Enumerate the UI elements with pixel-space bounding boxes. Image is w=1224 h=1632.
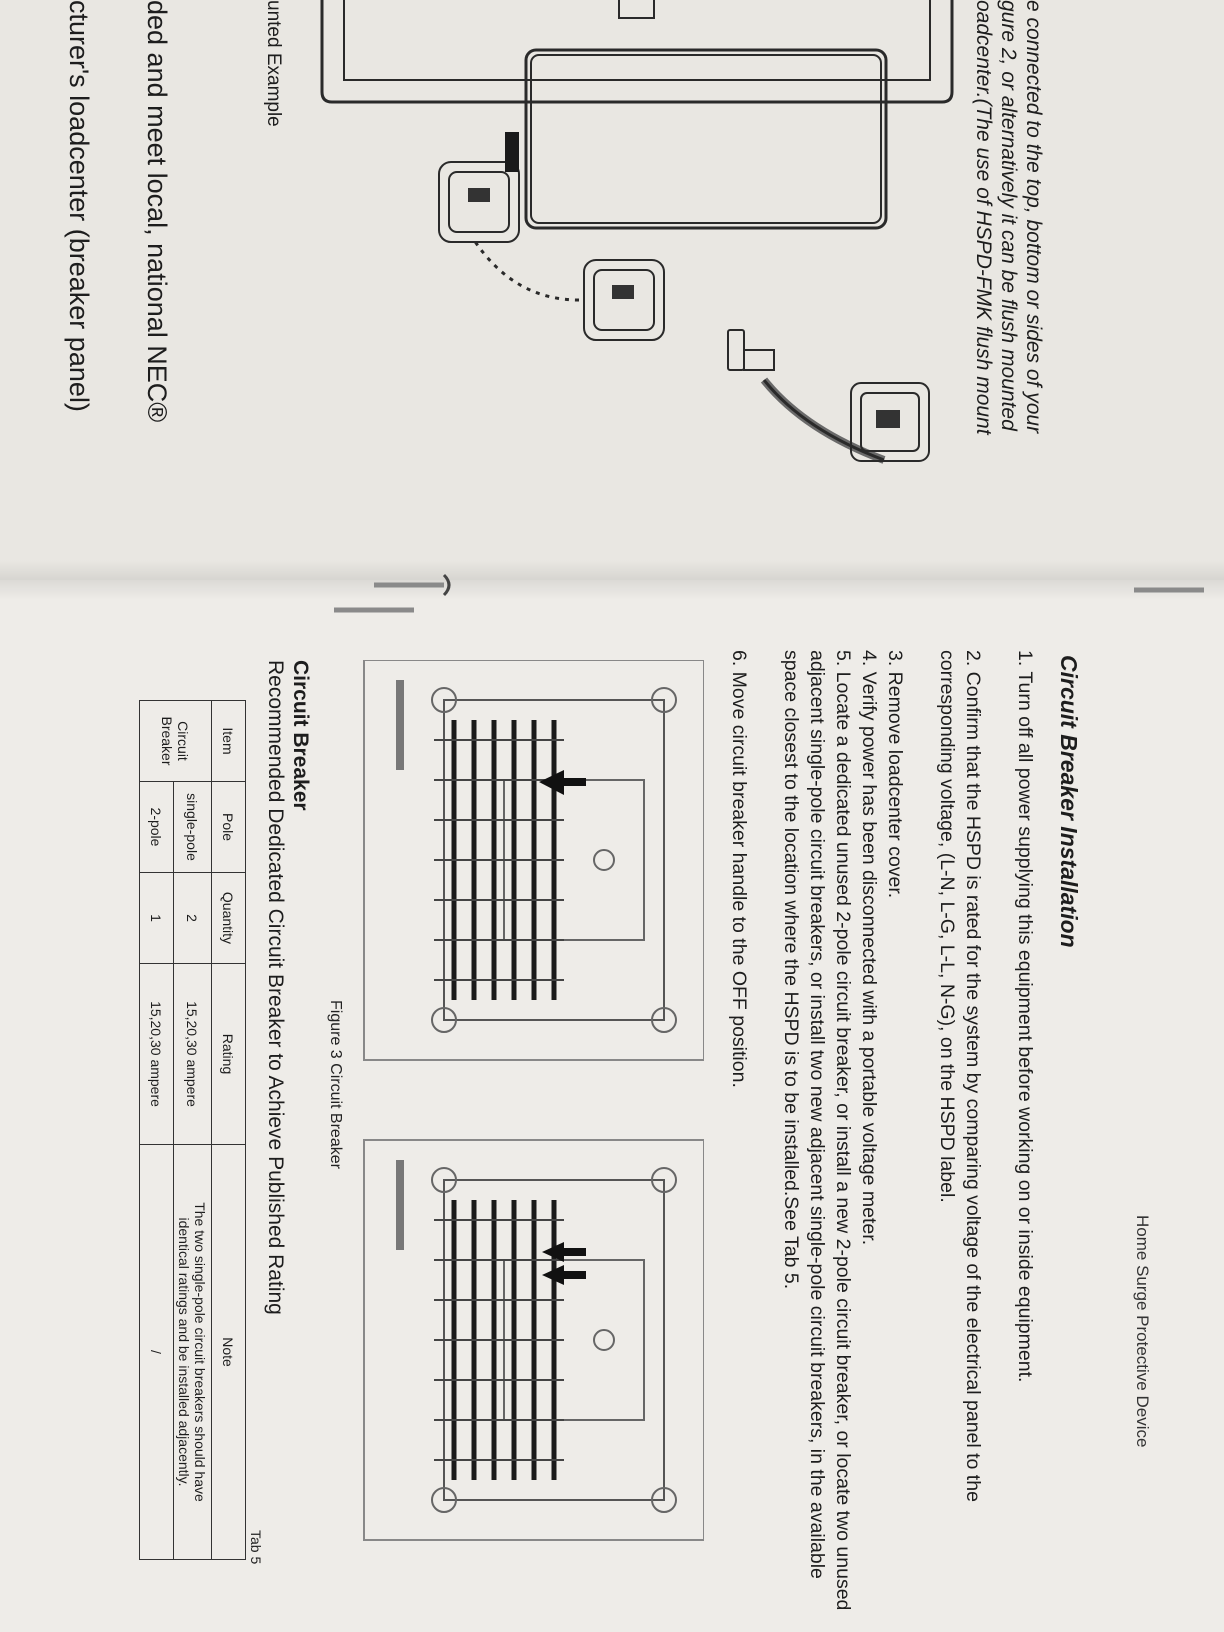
step-2: 2. Confirm that the HSPD is rated for th… [936, 650, 984, 1502]
figure-label: unted Example [263, 0, 284, 127]
step-3: 3. Remove loadcenter cover. [884, 650, 906, 899]
item-label-line: Breaker [159, 716, 176, 766]
intro-line-1: e connected to the top, bottom or sides … [1022, 0, 1045, 434]
step-1: 1. Turn off all power supplying this equ… [1014, 650, 1036, 1383]
loadcenter-illustration [320, 0, 954, 464]
header-quantity: Quantity [211, 872, 246, 964]
step-6: 6. Move circuit breaker handle to the OF… [728, 650, 750, 1088]
staple-lower [334, 573, 451, 613]
rating-cell: 15,20,30 ampere [173, 963, 212, 1145]
pole-cell: single-pole [173, 781, 212, 873]
staple-upper [1134, 587, 1204, 593]
figure-3-panels [344, 660, 704, 1580]
intro-line-3: oadcenter.(The use of HSPD-FMK flush mou… [972, 0, 995, 435]
step-5: 5. Locate a dedicated unused 2-pole circ… [780, 650, 854, 1611]
header-pole: Pole [211, 781, 246, 873]
table-header-row: Item Pole Quantity Rating Note [211, 700, 246, 1560]
header-rating: Rating [211, 963, 246, 1145]
item-cell: Circuit Breaker [139, 700, 212, 782]
header-note: Note [211, 1144, 246, 1560]
note-cell: The two single-pole circuit breakers sho… [173, 1144, 212, 1560]
step-4: 4. Verify power has been disconnected wi… [858, 650, 880, 1246]
table-row: Circuit Breaker single-pole 2 15,20,30 a… [139, 700, 212, 1560]
body-line-1: ded and meet local, national NEC® [142, 0, 172, 423]
breaker-table: Item Pole Quantity Rating Note Circuit B… [139, 700, 246, 1560]
circuit-breaker-title: Circuit Breaker [289, 660, 312, 811]
rating-cell: 15,20,30 ampere [139, 963, 174, 1145]
tab-5-label: Tab 5 [248, 1530, 264, 1565]
body-line-2: cturer's loadcenter (breaker panel) [64, 0, 94, 412]
table-row: 2-pole 1 15,20,30 ampere / [139, 701, 174, 1560]
note-line: The two single-pole circuit breakers sho… [192, 1202, 209, 1502]
item-label-line: Circuit [175, 721, 192, 761]
page-header: Home Surge Protective Device [1133, 1215, 1152, 1448]
note-line: identical ratings and be installed adjac… [176, 1217, 193, 1487]
quantity-cell: 2 [173, 872, 212, 964]
pole-cell: 2-pole [139, 781, 174, 873]
section-heading: Circuit Breaker Installation [1056, 655, 1082, 948]
intro-line-2: gure 2, or alternatively it can be flush… [997, 0, 1020, 431]
quantity-cell: 1 [139, 872, 174, 964]
header-item: Item [211, 700, 246, 782]
page-fold [0, 560, 1224, 600]
recommended-breaker-subtitle: Recommended Dedicated Circuit Breaker to… [264, 660, 287, 1315]
figure-3-caption: Figure 3 Circuit Breaker [327, 1000, 344, 1169]
note-cell: / [139, 1144, 174, 1560]
